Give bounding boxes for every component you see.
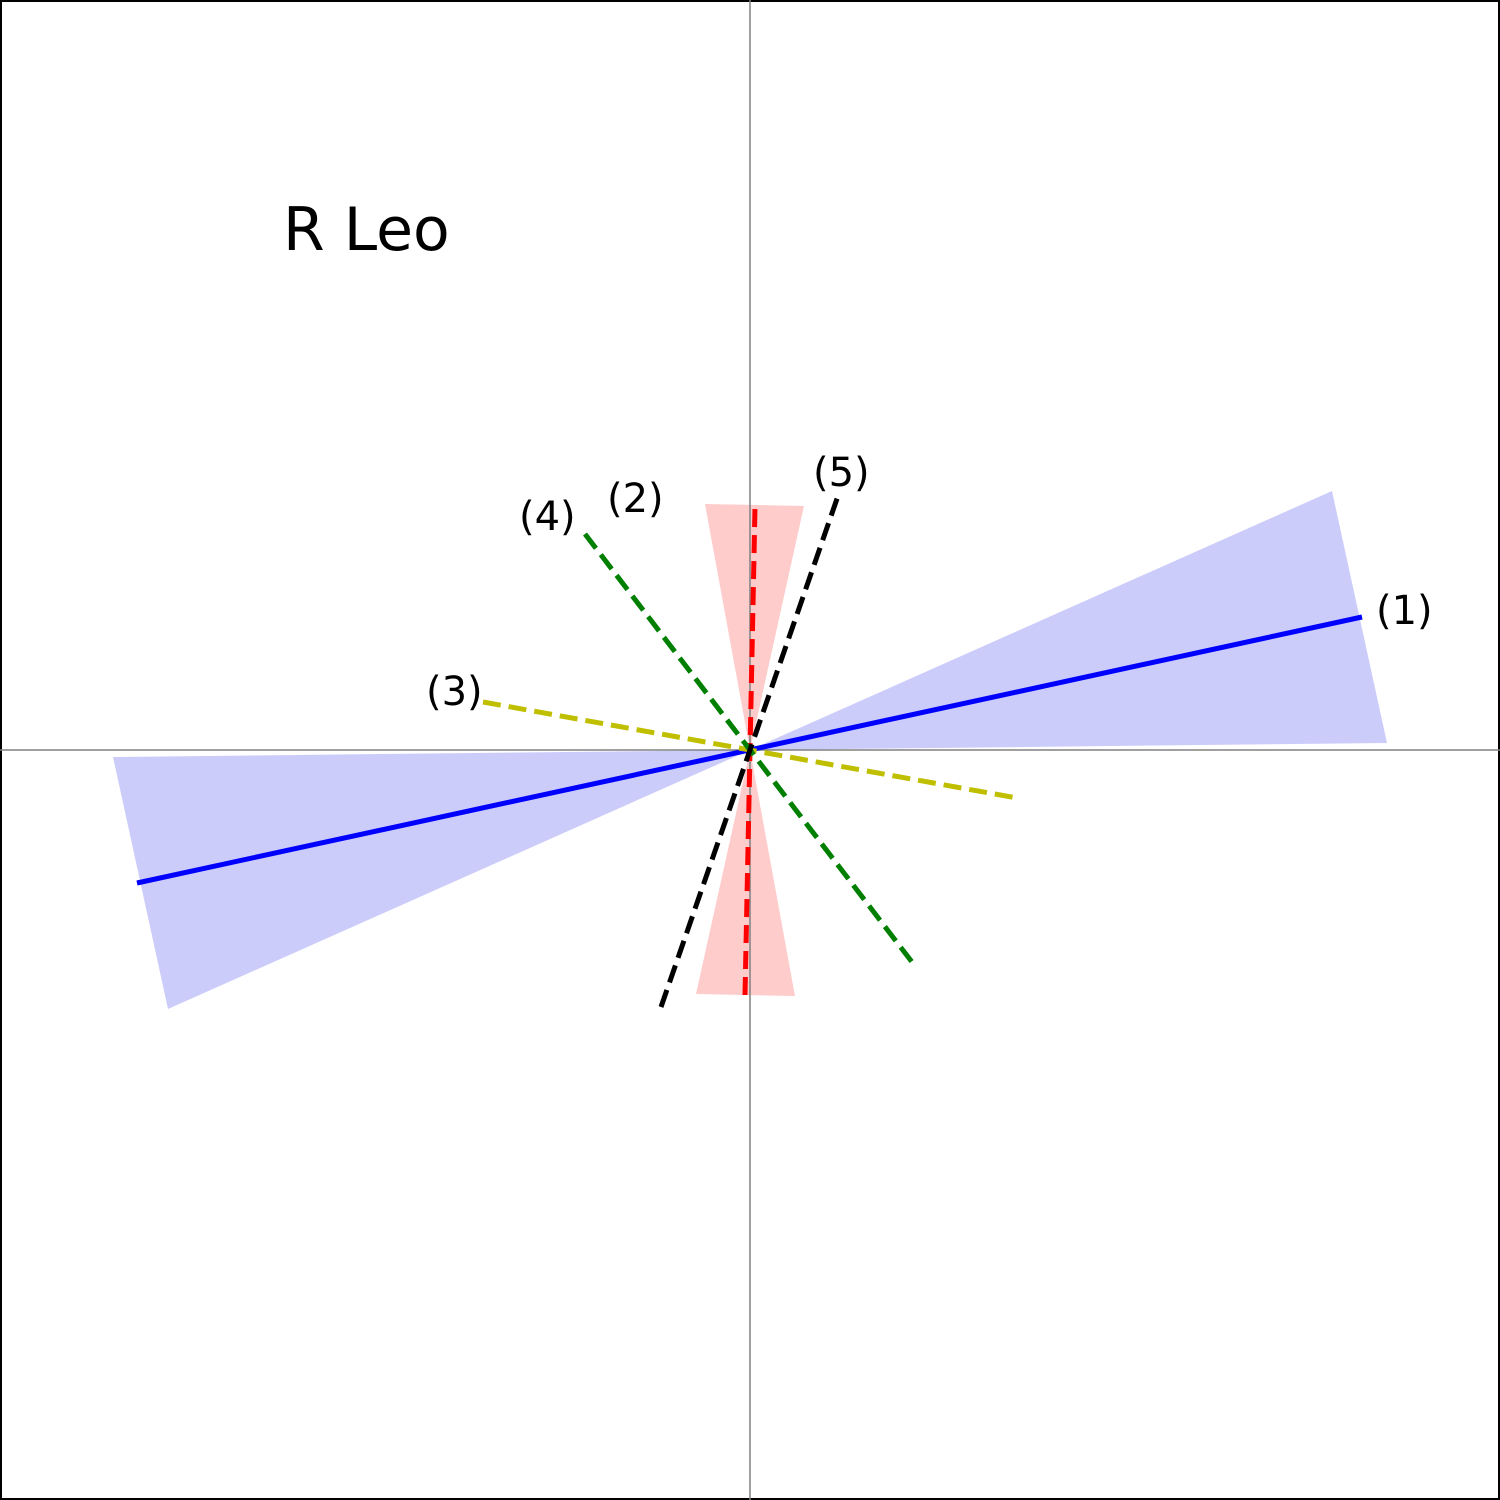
line-label-4: (4) [519,494,576,540]
line-label-2: (2) [607,476,664,522]
line-label-3: (3) [426,669,483,715]
position-angle-lines [136,492,1363,1008]
cone-1-upper [750,491,1387,750]
cone-1-lower [113,750,750,1009]
line-label-1: (1) [1376,588,1433,634]
uncertainty-cones [113,491,1387,1009]
diagram-title: R Leo [283,195,450,265]
line-labels: (1) (2) (3) (4) (5) [426,450,1433,715]
line-5 [658,492,842,1008]
line-label-5: (5) [813,450,870,496]
